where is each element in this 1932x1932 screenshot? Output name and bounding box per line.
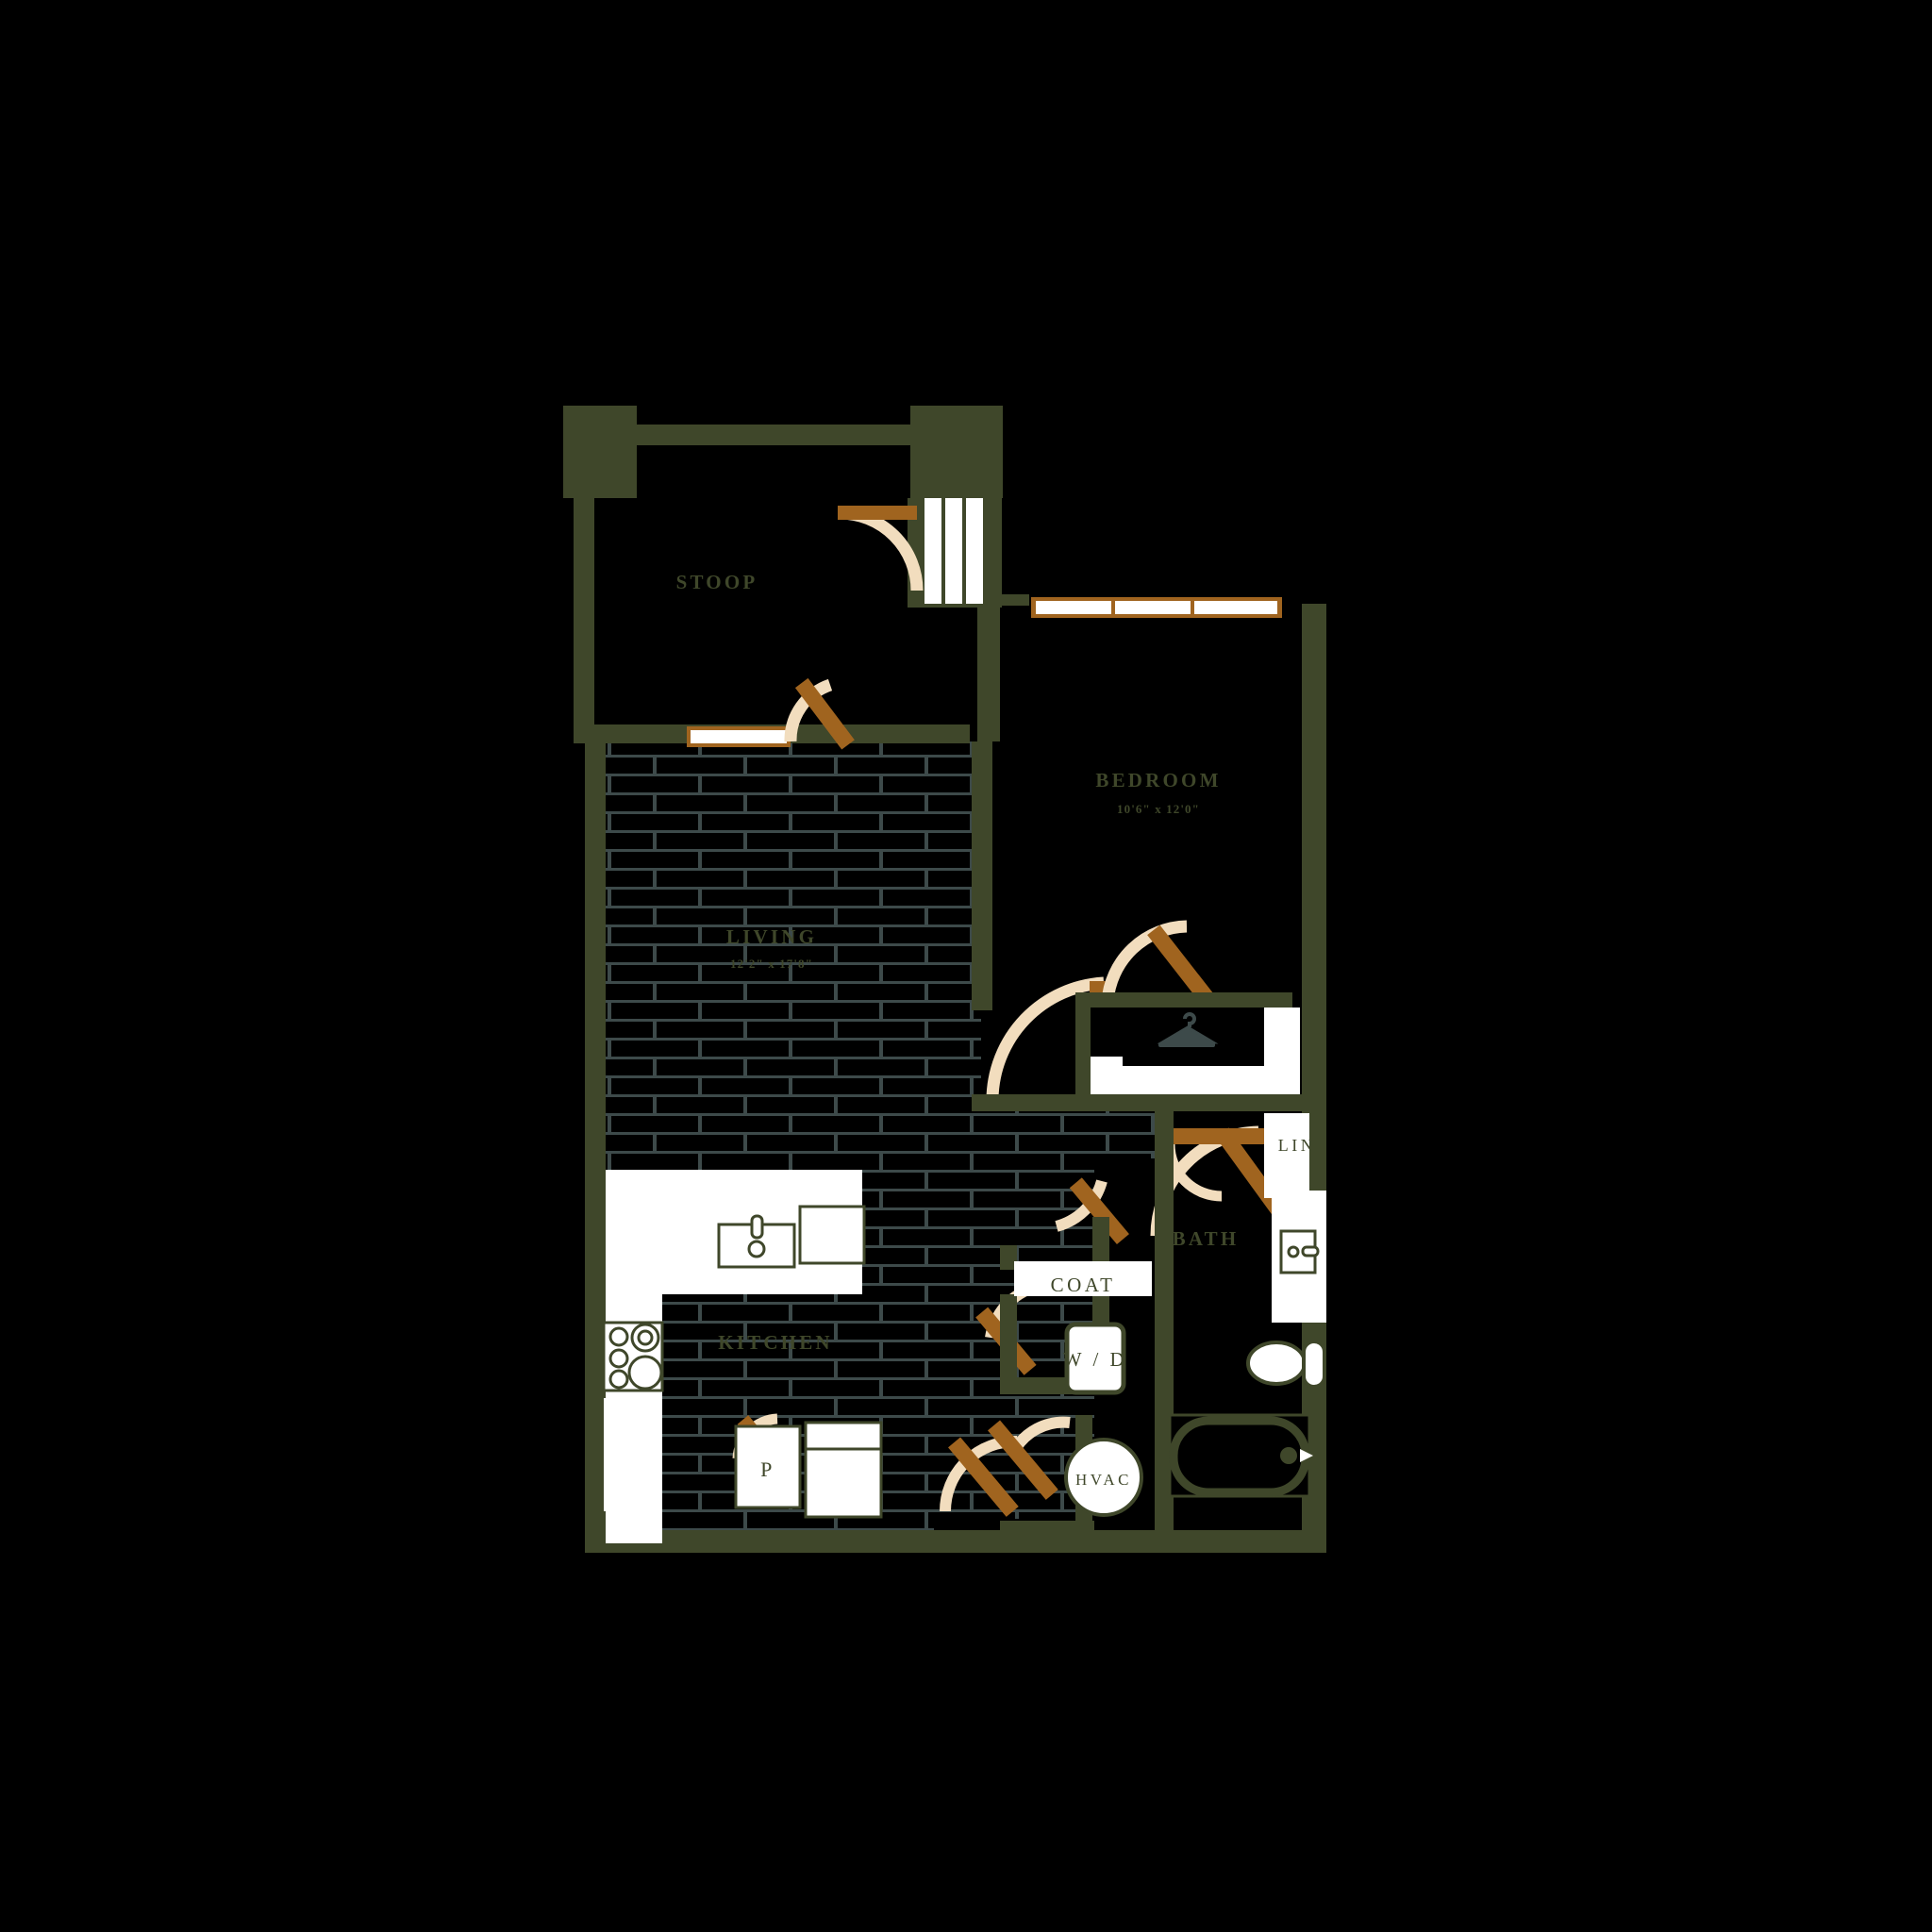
living-window-pane bbox=[691, 730, 787, 743]
bedroom-closet bbox=[1091, 1008, 1300, 1094]
bathtub-icon bbox=[1168, 1413, 1313, 1498]
wall-coat-left bbox=[1000, 1245, 1017, 1270]
door-coat-panel bbox=[1069, 1177, 1129, 1245]
bath-fixtures bbox=[1168, 1191, 1326, 1498]
door-stoop-living-panel bbox=[794, 677, 855, 750]
door-mech-double[interactable] bbox=[940, 1416, 1071, 1517]
pantry-box bbox=[734, 1424, 802, 1509]
tag-label-pantry: P bbox=[760, 1457, 775, 1481]
entry-window-pane-3 bbox=[966, 498, 983, 604]
range-icon bbox=[602, 1321, 664, 1392]
room-labels: STOOP BEDROOM 10'6" x 12'0" LIVING 12'2"… bbox=[676, 571, 1240, 1354]
stoop-structure bbox=[563, 406, 1003, 743]
vanity-drain bbox=[1287, 1245, 1300, 1258]
sink-faucet bbox=[750, 1214, 764, 1240]
wall-bedroom-bottom bbox=[972, 1094, 1170, 1111]
stoop-right-rail bbox=[977, 600, 1000, 741]
wall-closet-block-left bbox=[1000, 1294, 1017, 1387]
tag-label-lin: LIN bbox=[1278, 1136, 1317, 1155]
wall-closet-left bbox=[1075, 992, 1091, 1106]
burner-4-inner bbox=[637, 1329, 654, 1346]
toilet-icon bbox=[1246, 1340, 1326, 1389]
room-label-bath: BATH bbox=[1173, 1227, 1240, 1250]
door-closet-swing-arc bbox=[1101, 920, 1188, 1003]
bedroom-window bbox=[1031, 597, 1282, 618]
door-closet-panel bbox=[1147, 924, 1216, 1007]
hvac-unit bbox=[1064, 1438, 1143, 1517]
tag-label-coat: COAT bbox=[1051, 1274, 1116, 1296]
closet-left-panel bbox=[1091, 1057, 1123, 1094]
wall-closet-top bbox=[1075, 992, 1292, 1008]
stoop-column-left bbox=[563, 406, 637, 498]
bedroom-window-pane-1 bbox=[1036, 601, 1111, 614]
bedroom-window-pane-2 bbox=[1115, 601, 1191, 614]
burner-2 bbox=[608, 1348, 629, 1369]
room-label-kitchen: KITCHEN bbox=[718, 1331, 833, 1354]
door-stoop-to-living[interactable] bbox=[784, 677, 855, 750]
dishwasher bbox=[798, 1205, 866, 1265]
stoop-column-right bbox=[910, 406, 1003, 498]
room-label-bedroom: BEDROOM bbox=[1095, 769, 1221, 791]
entry-sidelight-window bbox=[919, 495, 991, 607]
entry-window-pane-2 bbox=[945, 498, 962, 604]
closet-shelf bbox=[1113, 1066, 1292, 1094]
clothes-hanger-icon bbox=[1157, 1012, 1219, 1047]
door-coat[interactable] bbox=[1055, 1177, 1129, 1245]
door-mech-panel-left bbox=[948, 1437, 1019, 1517]
peninsula-upper-left bbox=[804, 1421, 883, 1451]
door-linen-panel bbox=[1162, 1128, 1272, 1144]
wall-bedroom-bottom-right bbox=[1170, 1094, 1302, 1111]
vanity-sink-icon bbox=[1279, 1229, 1320, 1274]
wall-hvac-bottom bbox=[1000, 1521, 1094, 1538]
tag-label-hvac: HVAC bbox=[1075, 1471, 1132, 1489]
sink-icon bbox=[717, 1214, 796, 1269]
kitchen-base-cabinet bbox=[604, 1398, 662, 1511]
room-label-living: LIVING bbox=[726, 925, 817, 948]
tag-label-wd: W / D bbox=[1063, 1348, 1127, 1371]
tag-labels: COAT W / D HVAC LIN P bbox=[760, 1136, 1317, 1489]
coat-closet-box bbox=[1014, 1261, 1152, 1296]
wall-kitchen-left bbox=[585, 1157, 606, 1543]
wall-bedroom-top-stub bbox=[996, 594, 1029, 606]
living-window bbox=[687, 726, 791, 747]
door-mech-panel-right bbox=[988, 1420, 1058, 1500]
door-entry[interactable] bbox=[838, 506, 924, 591]
room-label-stoop: STOOP bbox=[676, 571, 758, 593]
linen-closet-box bbox=[1264, 1113, 1309, 1198]
kitchen-cabinetry bbox=[602, 1170, 883, 1543]
burner-1 bbox=[608, 1326, 629, 1347]
burner-5 bbox=[627, 1355, 663, 1391]
bedroom-window-pane-3 bbox=[1194, 601, 1277, 614]
wall-living-left bbox=[585, 741, 606, 1157]
toilet-bowl bbox=[1246, 1341, 1307, 1386]
door-entry-panel bbox=[838, 506, 917, 520]
stoop-left-rail bbox=[574, 491, 594, 736]
burner-3 bbox=[608, 1369, 629, 1390]
washer-dryer-box bbox=[1064, 1322, 1126, 1395]
sink-drain bbox=[747, 1240, 766, 1258]
tub-faucet bbox=[1300, 1449, 1313, 1462]
room-dimension-living: 12'2" x 17'8" bbox=[730, 957, 813, 971]
utility-closets bbox=[1014, 1261, 1152, 1517]
stoop-top-beam bbox=[629, 425, 918, 445]
linen-closet bbox=[1264, 1113, 1309, 1198]
vanity-faucet bbox=[1301, 1245, 1320, 1257]
closet-side-panel bbox=[1264, 1008, 1300, 1094]
door-stoop-living-swing-arc bbox=[784, 678, 833, 742]
wall-bedroom-right bbox=[1302, 604, 1326, 1132]
door-bedroom-closet[interactable] bbox=[1101, 920, 1216, 1007]
peninsula-lower-left bbox=[804, 1447, 883, 1519]
wall-bottom bbox=[585, 1530, 1326, 1553]
toilet-tank bbox=[1302, 1340, 1326, 1389]
door-bedroom-swing-arc bbox=[986, 976, 1105, 1100]
entry-window-pane-1 bbox=[924, 498, 941, 604]
tub-drain bbox=[1280, 1447, 1297, 1464]
door-coat-swing-arc bbox=[1055, 1179, 1108, 1232]
wall-living-right-upper bbox=[972, 741, 992, 1010]
room-dimension-bedroom: 10'6" x 12'0" bbox=[1117, 802, 1200, 816]
